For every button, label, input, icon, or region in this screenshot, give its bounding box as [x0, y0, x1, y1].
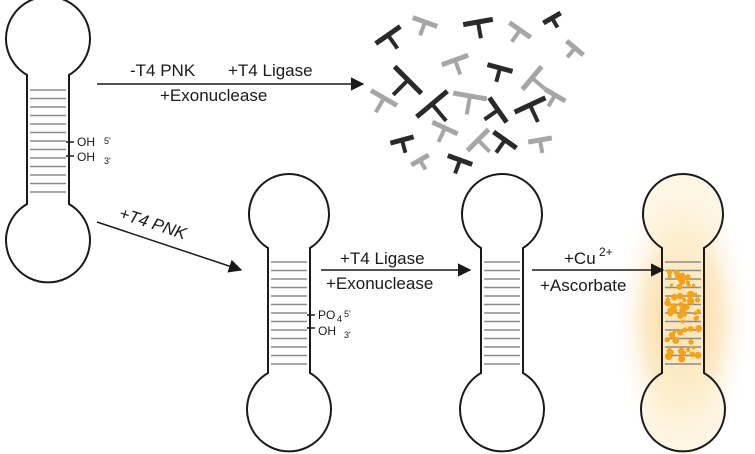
dna-fragment: [462, 16, 494, 39]
dna-fragment: [564, 39, 586, 59]
po4-5-prime-label: 5': [344, 309, 351, 319]
copper-particle: [686, 283, 691, 288]
copper-particle: [691, 345, 696, 350]
dna-fragment: [513, 95, 547, 123]
dna-fragment: [440, 52, 470, 76]
hairpin-ligated: [459, 172, 545, 453]
copper-particle: [668, 311, 673, 317]
dna-fragment: [492, 129, 518, 154]
copper-particle: [682, 297, 686, 301]
copper-particle: [666, 269, 673, 275]
dna-fragment: [446, 153, 474, 175]
dna-fragment: [431, 119, 459, 143]
copper-particle: [694, 292, 698, 296]
oh-5-prime-label: 5': [104, 136, 111, 146]
dna-fragment: [486, 62, 514, 83]
copper-particle: [678, 355, 686, 363]
copper-particle: [677, 273, 685, 281]
dna-fragment: [374, 24, 402, 50]
dna-fragment: [527, 135, 553, 154]
step1-ligase-label: +T4 Ligase: [228, 61, 313, 80]
copper-particle: [686, 347, 691, 353]
hairpin-phosphorylated: PO 4 5' OH 3': [246, 172, 351, 453]
base-pair-rungs: [271, 261, 307, 365]
copper-particle: [687, 326, 693, 331]
step4-ascorbate-label: +Ascorbate: [540, 276, 626, 295]
copper-particle: [678, 348, 685, 355]
dna-fragment: [452, 90, 488, 115]
copper-particle: [693, 311, 698, 316]
step3-ligase-label: +T4 Ligase: [340, 249, 425, 268]
dna-fragment: [507, 20, 533, 43]
dna-fragment: [415, 89, 449, 123]
step3-exonuclease-label: +Exonuclease: [326, 274, 433, 293]
dna-fragment: [411, 15, 439, 37]
dna-fragment: [465, 127, 492, 154]
hairpin-copper-nanoparticles: [640, 172, 726, 453]
copper-particle: [696, 328, 701, 333]
copper-particle: [667, 274, 672, 279]
copper-particle: [672, 337, 680, 344]
dna-fragment: [369, 88, 399, 114]
copper-particle: [688, 339, 694, 345]
oh-3-label: OH: [77, 150, 95, 164]
copper-particle: [677, 329, 684, 336]
copper-particle: [682, 327, 688, 333]
copper-particle: [695, 297, 701, 303]
step1-minus-pnk-label: -T4 PNK: [130, 61, 196, 80]
copper-particle: [668, 332, 676, 339]
degraded-fragments: [369, 10, 586, 175]
copper-particles: [664, 269, 703, 363]
copper-particle: [680, 319, 685, 324]
copper-particle: [696, 308, 701, 314]
oh-3-prime-label: 3': [104, 156, 111, 166]
copper-particle: [673, 269, 680, 276]
copper-particle: [687, 297, 695, 305]
step4-cu-label: +Cu: [564, 249, 596, 268]
oh-3-prime-label-2: 3': [344, 330, 351, 340]
copper-particle: [666, 301, 672, 307]
dna-fragment: [543, 86, 567, 108]
copper-particle: [669, 283, 674, 287]
po4-subscript: 4: [337, 314, 342, 324]
dna-fragment: [410, 152, 430, 171]
copper-particle: [676, 283, 683, 290]
step4-cu-charge-label: 2+: [599, 245, 613, 259]
copper-particle: [694, 351, 702, 359]
copper-particle: [696, 315, 700, 319]
dna-fragment: [520, 64, 546, 92]
arrow-phosphorylation: [96, 221, 243, 273]
copper-particle: [667, 349, 674, 356]
base-pair-rungs: [30, 89, 66, 193]
dna-fragment: [391, 64, 424, 97]
base-pair-rungs: [665, 261, 701, 365]
dna-fragment: [483, 96, 509, 124]
copper-particle: [678, 301, 684, 308]
step2-pnk-label: +T4 PNK: [117, 204, 190, 244]
copper-particle: [686, 290, 695, 299]
copper-particle: [671, 293, 678, 301]
copper-particle: [689, 351, 695, 358]
oh-5-label: OH: [77, 135, 95, 149]
po4-label: PO: [318, 308, 335, 322]
copper-particle: [676, 292, 684, 300]
dna-fragment: [542, 10, 562, 29]
copper-particle: [670, 303, 678, 310]
copper-particle: [691, 283, 696, 288]
copper-particle: [664, 337, 670, 343]
copper-particle: [682, 312, 687, 317]
step1-exonuclease-label: +Exonuclease: [160, 86, 267, 105]
hairpin-initial: OH 5' OH 3': [5, 0, 111, 284]
oh-3-label-2: OH: [318, 324, 336, 338]
copper-particle: [679, 308, 684, 313]
copper-particle: [677, 312, 684, 319]
copper-particle: [684, 275, 690, 281]
base-pair-rungs: [484, 261, 520, 365]
dna-fragment: [389, 134, 415, 154]
